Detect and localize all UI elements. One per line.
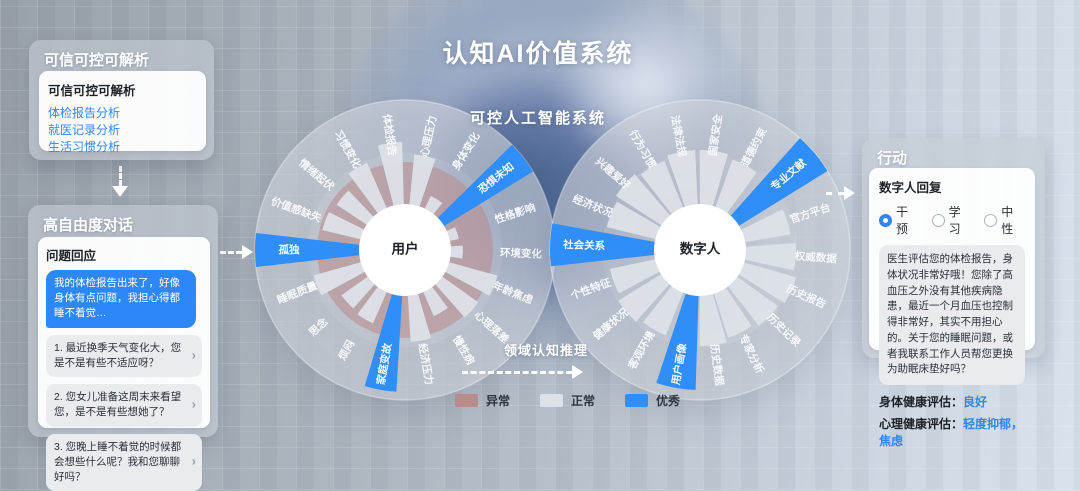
action-card: 数字人回复 干预 学习 中性 医生评估您的体检报告，身体状况非常好哦！您除了高血…	[869, 168, 1035, 448]
down-arrow	[112, 166, 128, 197]
radio-learn[interactable]: 学习	[931, 203, 973, 237]
action-panel: 行动 数字人回复 干预 学习 中性 医生评估您的体检报告，身体状况非常好哦！您除…	[862, 138, 1045, 448]
legend-label: 优秀	[656, 394, 681, 408]
suggestion-bubble-2[interactable]: 2. 您女儿准备这周末来看望您，是不是有些想她了？ ›	[46, 384, 202, 427]
link-lifestyle-analysis[interactable]: 生活习惯分析	[48, 140, 121, 154]
legend-item-abnormal: 异常	[455, 392, 510, 409]
mental-health-line: 心理健康评估：轻度抑郁，焦虑	[879, 415, 1025, 449]
svg-text:孤独: 孤独	[279, 243, 300, 256]
suggestion-text: 2. 您女儿准备这周末来看望您，是不是有些想她了？	[54, 391, 182, 419]
reply-mode-radio-group: 干预 学习 中性	[879, 203, 1025, 237]
radio-neutral[interactable]: 中性	[984, 203, 1025, 237]
user-message-bubble: 我的体检报告出来了，好像身体有点问题，我担心得都睡不着觉…	[46, 270, 196, 328]
reply-bubble: 医生评估您的体检报告，身体状况非常好哦！您除了高血压之外没有其他疾病隐患，最近一…	[879, 245, 1025, 385]
down-arrow-dash	[118, 166, 122, 186]
down-arrow-head-icon	[112, 186, 128, 197]
trusted-analysis-panel: 可信可控可解析 可信可控可解析 体检报告分析 就医记录分析 生活习惯分析	[29, 40, 214, 160]
physical-health-value: 良好	[963, 395, 988, 409]
suggestion-text: 1. 最近换季天气变化大，您是不是有些不适应呀？	[54, 341, 182, 369]
page-title: 认知AI价值系统	[442, 40, 634, 68]
link-medical-record-analysis[interactable]: 就医记录分析	[48, 123, 121, 137]
radio-label: 干预	[895, 205, 908, 236]
svg-text:社会关系: 社会关系	[562, 238, 606, 253]
physical-health-line: 身体健康评估：良好	[879, 393, 1025, 410]
radio-intervene[interactable]: 干预	[879, 203, 920, 237]
legend-label: 异常	[486, 394, 511, 408]
chevron-right-icon: ›	[191, 347, 196, 363]
suggestion-bubble-3[interactable]: 3. 您晚上睡不着觉的时候都会想些什么呢？我和您聊聊好吗？ ›	[46, 433, 202, 491]
arrow-head-icon	[572, 365, 583, 379]
legend-item-normal: 正常	[540, 392, 595, 409]
radio-dot-icon	[984, 213, 998, 227]
arrow-dash	[826, 191, 844, 195]
legend-label: 正常	[571, 394, 596, 408]
domain-reasoning-arrow: 领域认知推理	[462, 340, 588, 379]
digital-human-reply-title: 数字人回复	[879, 181, 942, 195]
panel-to-user-chart-arrow	[220, 245, 253, 259]
link-checkup-report-analysis[interactable]: 体检报告分析	[48, 106, 121, 120]
trusted-analysis-panel-title: 可信可控可解析	[44, 52, 150, 69]
svg-text:数字人: 数字人	[680, 241, 721, 257]
legend-item-excellent: 优秀	[625, 392, 680, 409]
arrow-head-icon	[242, 245, 253, 259]
mental-health-value: 轻度抑郁，焦虑	[879, 417, 1024, 448]
trusted-analysis-card: 可信可控可解析 体检报告分析 就医记录分析 生活习惯分析	[39, 71, 206, 154]
mental-health-label: 心理健康评估：	[879, 417, 964, 431]
trusted-analysis-card-title: 可信可控可解析	[48, 84, 136, 98]
radio-label: 学习	[948, 205, 961, 236]
normal-swatch	[540, 394, 564, 407]
dialog-panel-title: 高自由度对话	[43, 217, 134, 234]
excellent-swatch	[625, 394, 649, 407]
physical-health-label: 身体健康评估：	[879, 395, 964, 409]
action-panel-title: 行动	[877, 150, 908, 167]
dialog-card: 问题回应 我的体检报告出来了，好像身体有点问题，我担心得都睡不着觉… 1. 最近…	[38, 237, 210, 491]
radio-dot-icon	[879, 213, 892, 227]
dialog-card-title: 问题回应	[46, 249, 97, 263]
reasoning-arrow	[462, 365, 588, 379]
arrow-dash	[462, 370, 572, 374]
svg-text:环境变化: 环境变化	[500, 246, 543, 260]
suggestion-bubble-1[interactable]: 1. 最近换季天气变化大，您是不是有些不适应呀？ ›	[46, 334, 202, 378]
chart-legend: 异常 正常 优秀	[455, 392, 680, 409]
page-subtitle: 可控人工智能系统	[469, 110, 607, 127]
chevron-right-icon: ›	[191, 396, 196, 412]
suggestion-text: 3. 您晚上睡不着觉的时候都会想些什么呢？我和您聊聊好吗？	[54, 440, 182, 483]
dialog-panel: 高自由度对话 问题回应 我的体检报告出来了，好像身体有点问题，我担心得都睡不着觉…	[28, 205, 218, 491]
arrow-head-icon	[844, 186, 855, 200]
arrow-dash	[220, 250, 242, 254]
radio-label: 中性	[1001, 205, 1014, 236]
chart-to-action-arrow	[826, 186, 855, 200]
radio-dot-icon	[931, 213, 945, 227]
domain-reasoning-label: 领域认知推理	[504, 343, 589, 358]
svg-text:权威数据: 权威数据	[793, 249, 837, 265]
chevron-right-icon: ›	[191, 453, 196, 469]
svg-text:用户: 用户	[392, 241, 419, 257]
abnormal-swatch	[455, 394, 478, 407]
